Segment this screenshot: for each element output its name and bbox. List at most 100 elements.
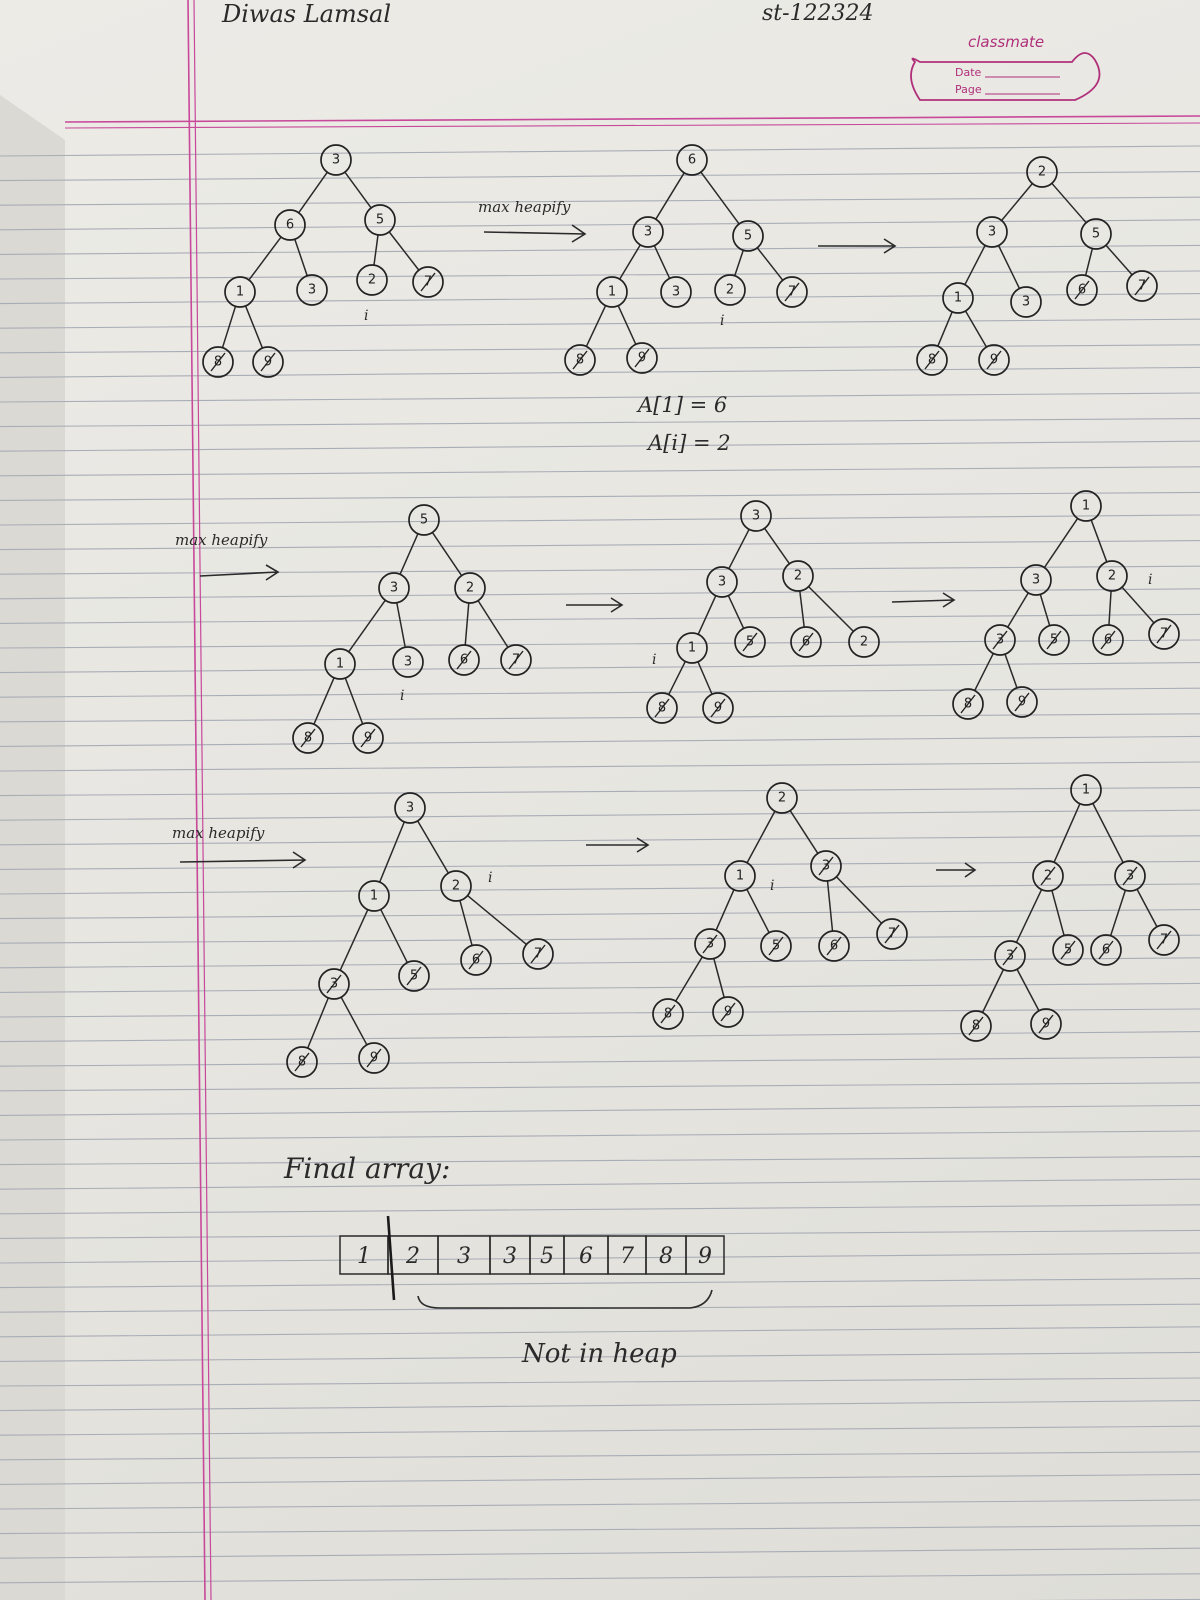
margin-line-inner	[193, 0, 212, 1600]
heap-divider	[386, 1215, 396, 1301]
tree-node: 3	[1010, 286, 1042, 318]
node-value: 2	[726, 283, 734, 298]
rule-line	[0, 1425, 1200, 1436]
tree-edge	[1004, 653, 1018, 689]
node-circle	[960, 1010, 992, 1042]
heap-trees: 3651327896351327892351367895321367893321…	[202, 144, 1180, 1078]
node-circle	[1126, 270, 1158, 302]
rule-line	[0, 1156, 1200, 1166]
tree-edge	[1053, 803, 1081, 863]
tree-node: 1	[596, 276, 628, 308]
tree-node: 2	[1032, 860, 1064, 892]
node-circle	[1148, 618, 1180, 650]
tree-edge	[619, 244, 641, 280]
tree-node: 8	[286, 1046, 318, 1078]
tree-node: 3	[296, 274, 328, 306]
rule-line	[0, 1451, 1200, 1461]
tree-node: 9	[1030, 1008, 1062, 1040]
node-circle	[596, 276, 628, 308]
rule-line	[0, 1104, 1200, 1116]
node-circle	[714, 274, 746, 306]
node-value: 1	[236, 285, 244, 300]
tree-node: 3	[660, 276, 692, 308]
node-circle	[776, 276, 808, 308]
index-marker: i	[720, 313, 724, 329]
heap-tree: 532136789	[292, 504, 532, 754]
node-strike	[300, 728, 316, 748]
node-strike	[1074, 280, 1090, 300]
tree-edge	[1016, 968, 1040, 1012]
node-strike	[1046, 630, 1062, 650]
tree-edge	[835, 876, 883, 924]
tree-edge	[715, 889, 735, 931]
node-circle	[358, 1042, 390, 1074]
node-circle	[632, 216, 664, 248]
tree-node: 7	[1148, 924, 1180, 956]
rule-line	[0, 440, 1200, 452]
node-circle	[394, 792, 426, 824]
node-value: 6	[688, 153, 696, 168]
tree-edge	[746, 888, 770, 934]
tree-edge	[340, 996, 368, 1046]
node-strike	[406, 966, 422, 986]
tree-node: 7	[522, 938, 554, 970]
node-strike	[1002, 946, 1018, 966]
tree-edge	[396, 602, 406, 648]
node-circle	[1114, 860, 1146, 892]
node-circle	[440, 870, 472, 902]
node-strike	[720, 1002, 736, 1022]
rule-line	[0, 662, 1200, 674]
rule-line	[0, 1130, 1200, 1141]
node-circle	[660, 276, 692, 308]
tree-edge	[799, 590, 805, 628]
array-cell-value: 3	[457, 1244, 471, 1269]
node-circle	[706, 566, 738, 598]
node-circle	[976, 216, 1008, 248]
node-circle	[782, 560, 814, 592]
tree-node: 9	[712, 996, 744, 1028]
tree-node: 2	[714, 274, 746, 306]
array-cell-value: 1	[357, 1244, 371, 1269]
index-marker: i	[1148, 572, 1152, 588]
not-in-heap-label: Not in heap	[521, 1339, 677, 1369]
rule-line	[0, 1547, 1200, 1559]
tree-node: 2	[766, 782, 798, 814]
tree-edge	[339, 909, 369, 971]
node-circle	[522, 938, 554, 970]
student-name: Diwas Lamsal	[221, 0, 391, 28]
tree-node: 9	[352, 722, 384, 754]
node-circle	[1070, 490, 1102, 522]
node-circle	[296, 274, 328, 306]
node-strike	[784, 282, 800, 302]
node-strike	[826, 936, 842, 956]
header-line	[64, 115, 1200, 123]
tree-edge	[348, 599, 386, 653]
node-circle	[646, 692, 678, 724]
rule-line	[0, 588, 1200, 600]
rule-line	[0, 1031, 1200, 1043]
rule-line	[0, 1008, 1200, 1018]
tree-node: 3	[740, 500, 772, 532]
arrow-icon	[936, 862, 977, 878]
tree-edge	[244, 305, 264, 349]
node-circle	[732, 220, 764, 252]
node-value: 3	[1022, 295, 1030, 310]
rule-line	[0, 1326, 1200, 1338]
node-value: 2	[466, 581, 474, 596]
tree-node: 5	[1052, 934, 1084, 966]
node-strike	[742, 632, 758, 652]
array-cell	[685, 1235, 725, 1275]
tree-node: 3	[984, 624, 1016, 656]
node-circle	[724, 860, 756, 892]
tree-node: 8	[292, 722, 324, 754]
arrow-icon	[199, 564, 280, 581]
tree-edge	[344, 171, 372, 209]
tree-node: 5	[408, 504, 440, 536]
node-circle	[1030, 1008, 1062, 1040]
rule-line	[0, 1056, 1200, 1067]
tree-edge	[826, 880, 834, 932]
tree-edge	[248, 236, 282, 281]
node-strike	[366, 1048, 382, 1068]
node-circle	[358, 880, 390, 912]
